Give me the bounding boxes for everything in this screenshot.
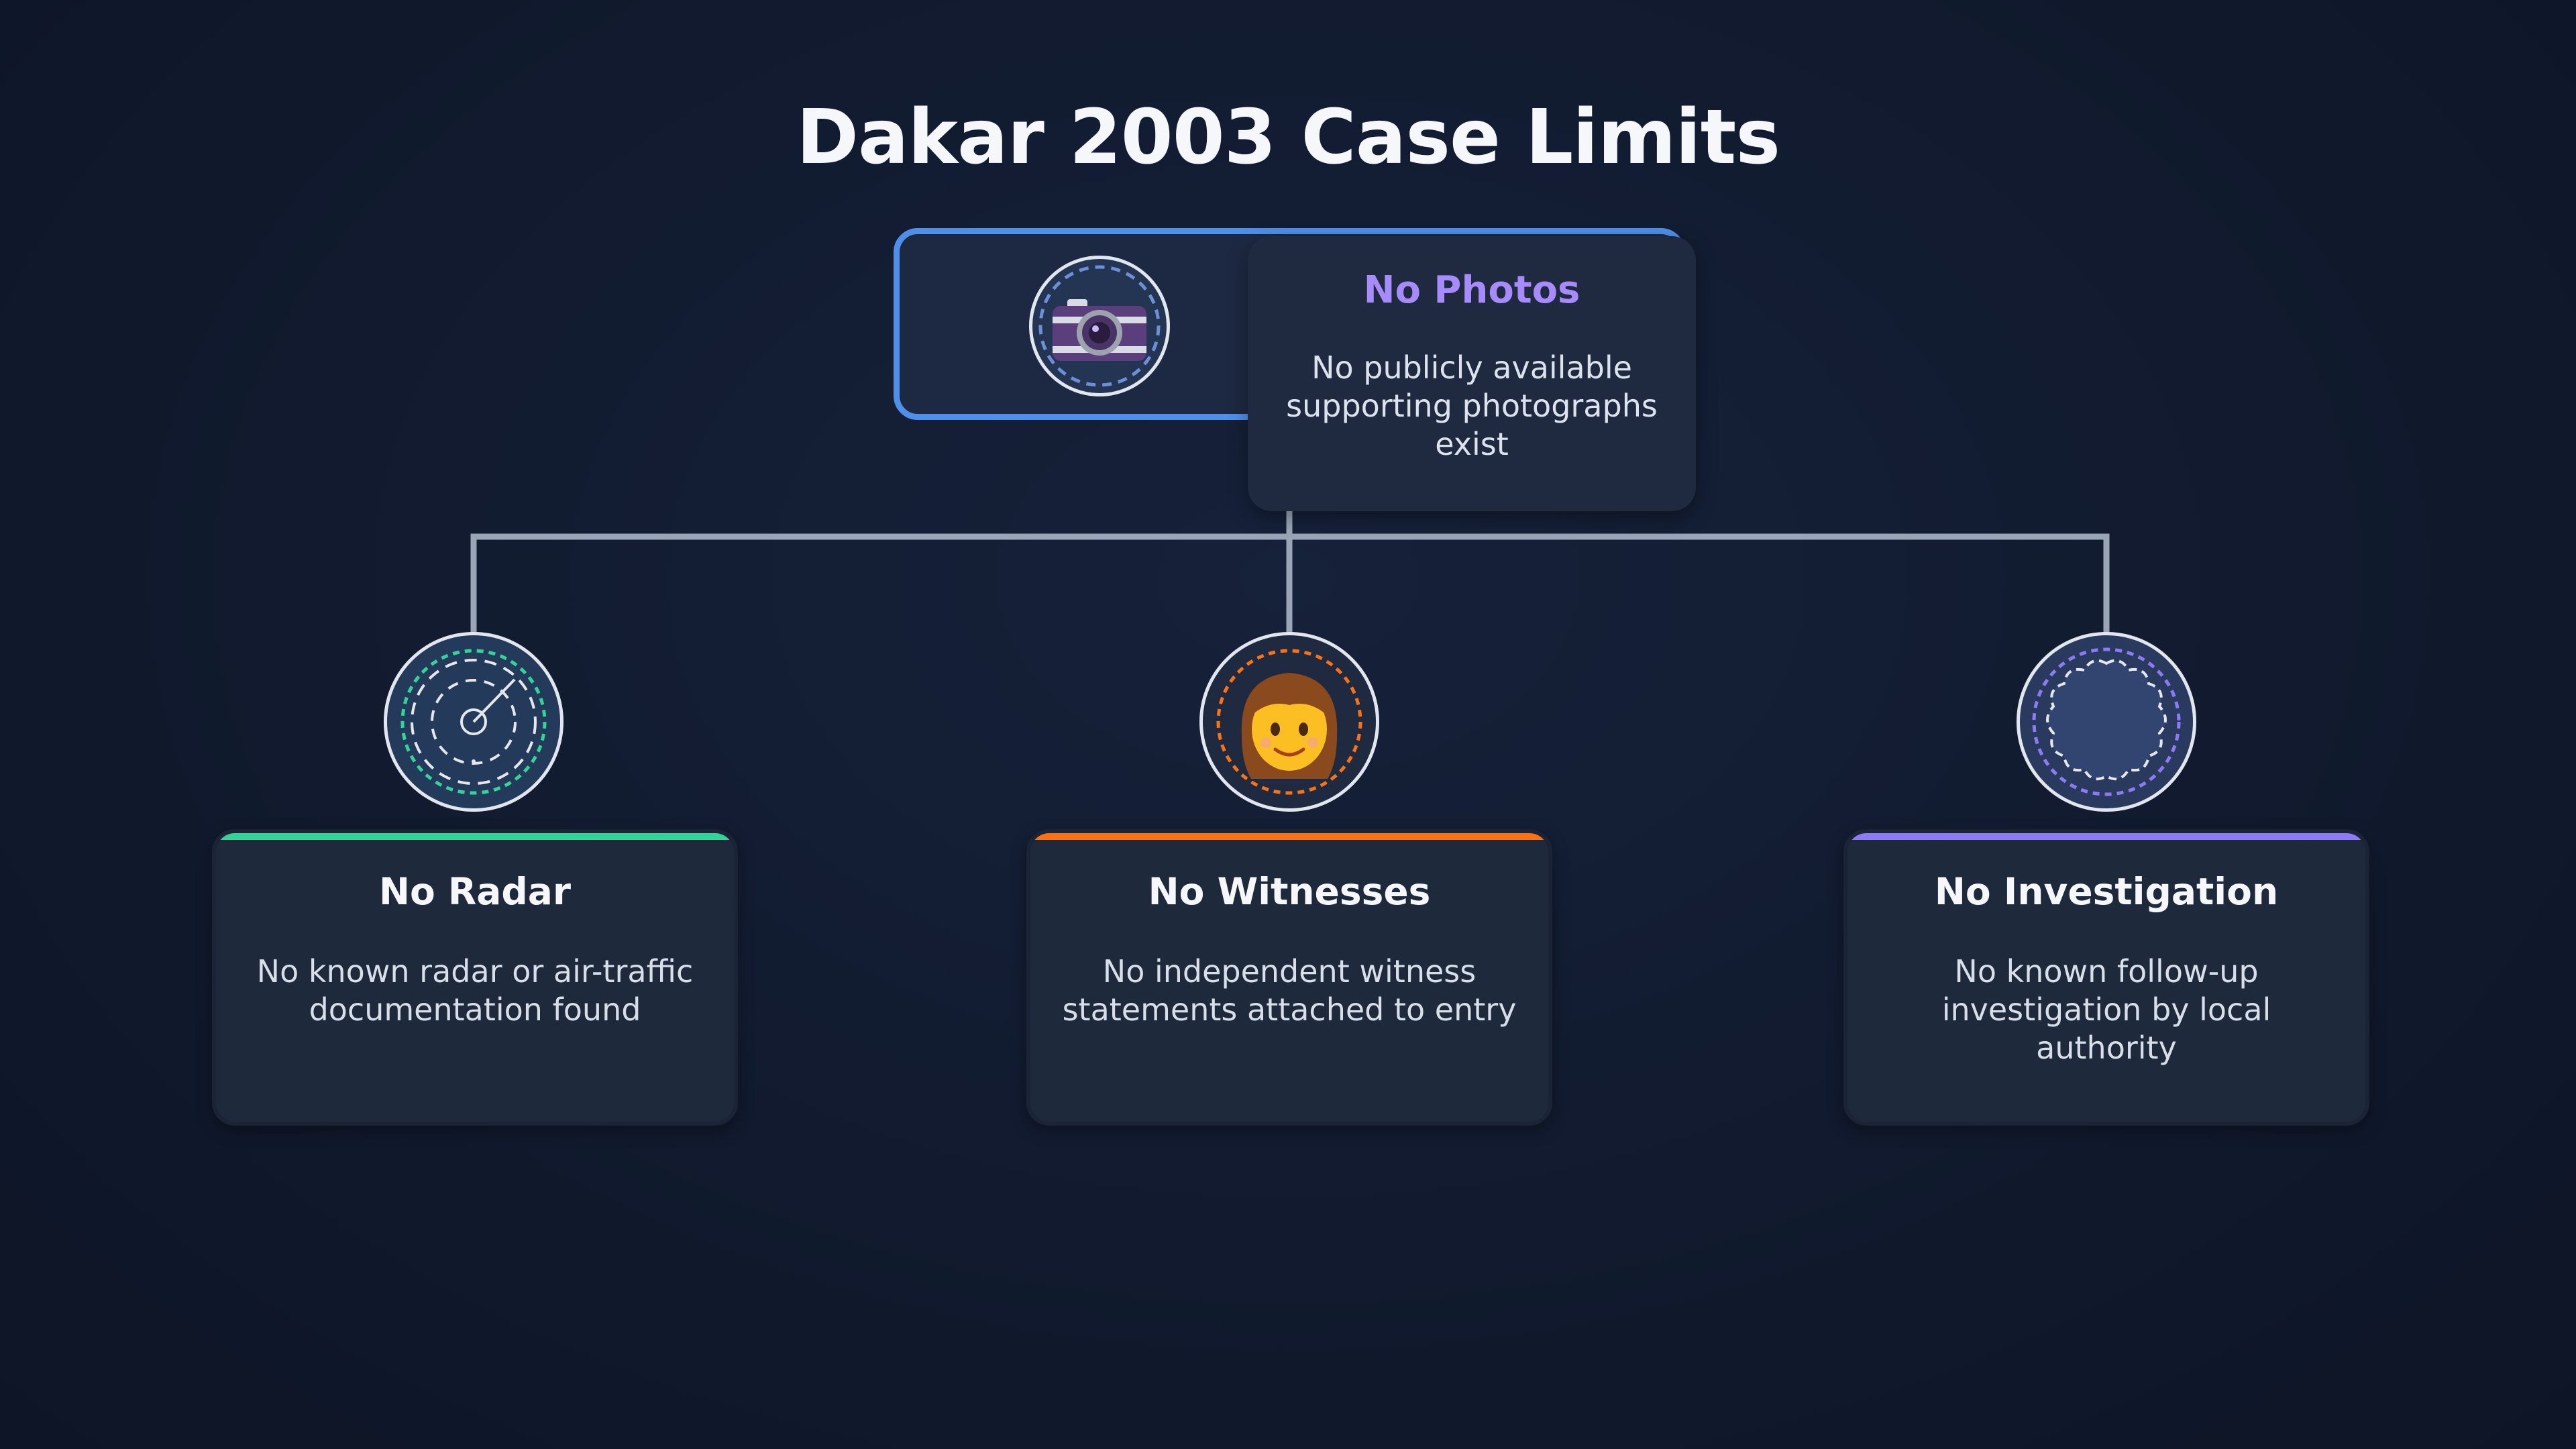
radar-icon [384,632,564,812]
camera-icon [1029,256,1170,396]
root-node-description: No publicly available supporting photogr… [1286,350,1658,462]
card-title: No Investigation [1934,870,2279,913]
card-title: No Witnesses [1148,870,1431,913]
card-description: No known radar or air-traffic documentat… [256,953,694,1028]
card-accent-bar [216,833,734,840]
card-accent-bar [1847,833,2365,840]
card-accent-bar [1030,833,1548,840]
page-title: Dakar 2003 Case Limits [796,94,1780,181]
root-node-panel [1248,236,1696,511]
card-description: No independent witness statements attach… [1062,953,1517,1028]
card-no-radar[interactable]: No Radar No known radar or air-traffic d… [212,829,738,1126]
person-icon [1199,632,1379,812]
card-no-witnesses[interactable]: No Witnesses No independent witness stat… [1026,829,1552,1126]
root-node-title: No Photos [1363,268,1580,312]
card-description: No known follow-up investigation by loca… [1941,953,2271,1066]
card-title: No Radar [378,870,572,913]
card-no-investigation[interactable]: No Investigation No known follow-up inve… [1843,829,2369,1126]
badge-icon [2017,632,2196,812]
